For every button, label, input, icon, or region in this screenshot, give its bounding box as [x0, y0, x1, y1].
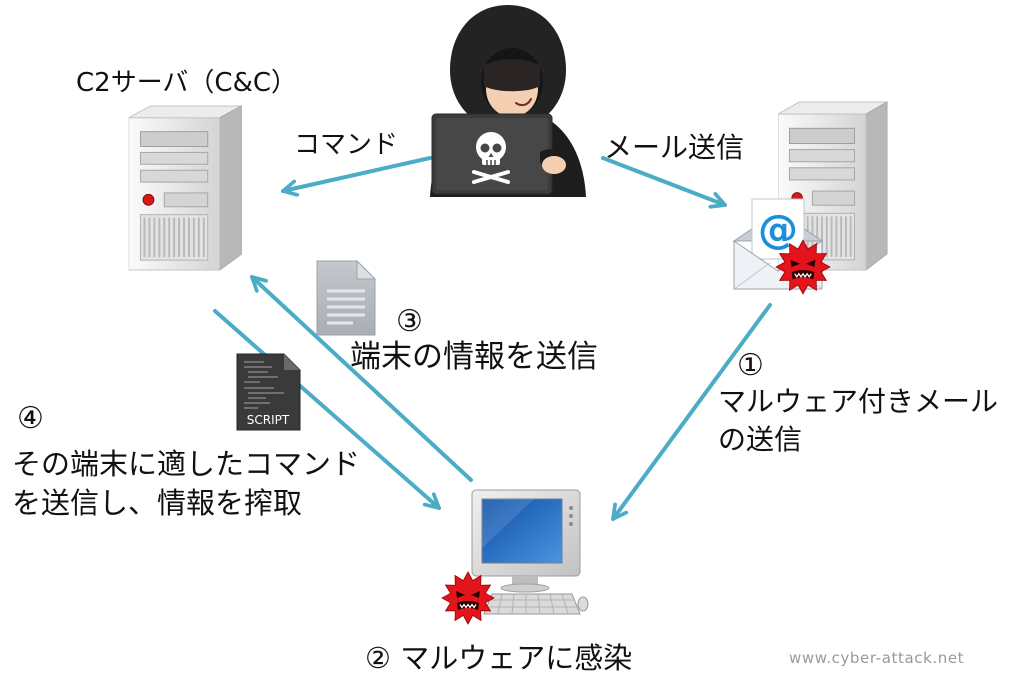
keyboard-icon [483, 593, 581, 615]
step2-label: ② マルウェアに感染 [365, 641, 633, 675]
step4-line1: その端末に適したコマンド [12, 447, 361, 481]
c2-server-label: C2サーバ（C&C） [76, 68, 298, 98]
virus-icon [775, 239, 831, 295]
pc-screen [481, 498, 563, 564]
arrow-info-to-c2 [250, 275, 473, 482]
step1-line1: マルウェア付きメール [718, 385, 999, 418]
laptop-icon [431, 113, 553, 195]
script-label: SCRIPT [247, 413, 290, 427]
mouse-icon [577, 596, 589, 612]
c2-server-icon [128, 104, 243, 272]
step4-line2: を送信し、情報を搾取 [12, 486, 303, 520]
arrow-malware-mail-to-pc [611, 303, 772, 521]
document-icon [316, 259, 377, 336]
step1-line2: の送信 [718, 423, 803, 456]
arrow-command-to-pc [213, 309, 441, 510]
skull-icon [472, 132, 510, 184]
command-label: コマンド [294, 130, 399, 160]
hacker-icon [430, 5, 586, 197]
virus-icon [441, 571, 495, 625]
arrow-command-to-c2 [281, 156, 432, 197]
desktop-computer-icon [471, 489, 589, 615]
step3-label: 端末の情報を送信 [350, 339, 598, 375]
step1-number: ① [737, 348, 764, 383]
hacker-face [481, 48, 543, 117]
hacker-hand [540, 149, 574, 174]
script-file-icon: SCRIPT [236, 353, 301, 431]
step3-number: ③ [396, 304, 423, 339]
step4-number: ④ [17, 401, 44, 436]
mail-send-label: メール送信 [604, 131, 745, 164]
watermark: www.cyber-attack.net [789, 649, 965, 667]
arrow-mail-send [601, 156, 727, 209]
